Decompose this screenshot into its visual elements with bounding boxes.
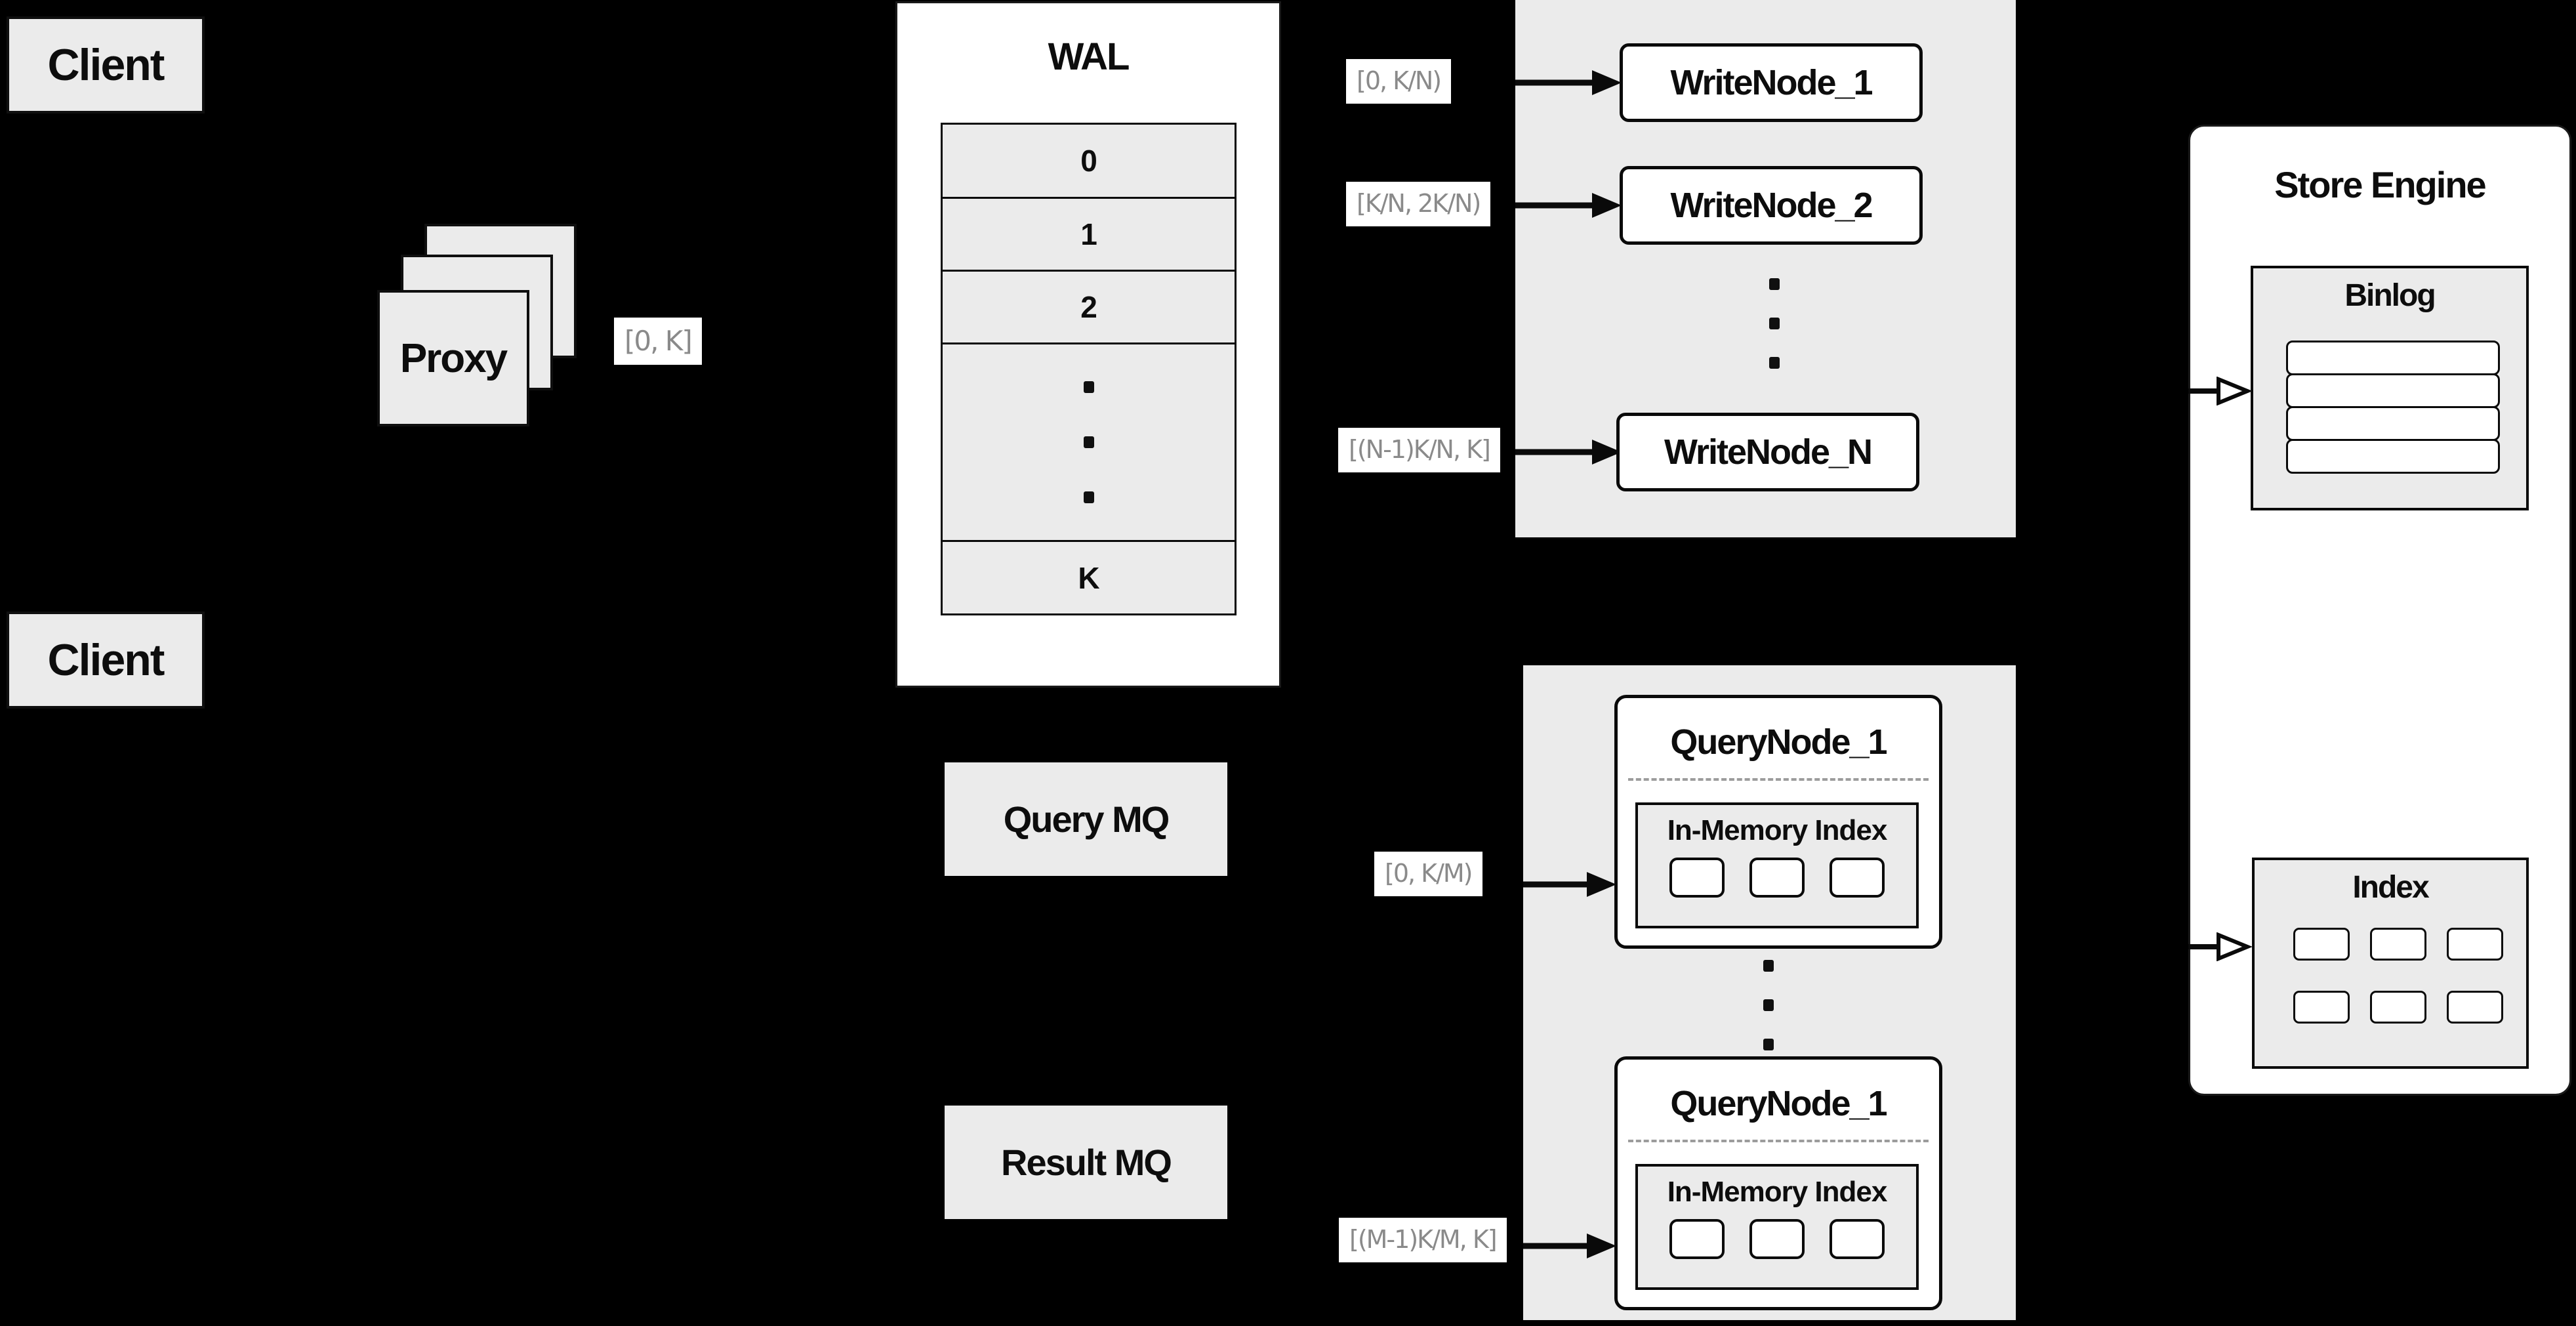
memory-segment — [1749, 858, 1805, 898]
binlog-segment — [2286, 406, 2500, 441]
client-top-label: Client — [47, 40, 165, 90]
write-node-n: WriteNode_N — [1616, 413, 1919, 491]
binlog-box: Binlog — [2251, 266, 2529, 510]
range-label-write-2: [K/N, 2K/N) — [1346, 182, 1491, 226]
proxy-box: Proxy — [377, 290, 529, 426]
in-memory-index-box: In-Memory Index — [1635, 802, 1919, 928]
memory-segment — [1830, 858, 1885, 898]
arrow-into-index-icon — [2188, 932, 2253, 961]
in-memory-index-box: In-Memory Index — [1635, 1164, 1919, 1290]
index-title: Index — [2352, 870, 2429, 905]
dashed-divider — [1628, 778, 1929, 781]
index-cell — [2293, 928, 2350, 961]
range-label-query-1: [0, K/M) — [1374, 852, 1482, 896]
query-mq-box: Query MQ — [945, 762, 1227, 876]
wal-row-ellipsis — [941, 342, 1237, 542]
index-cells — [2293, 928, 2503, 1024]
result-mq-box: Result MQ — [945, 1106, 1227, 1219]
range-label-write-n: [(N-1)K/N, K] — [1338, 428, 1500, 472]
memory-segment — [1669, 858, 1725, 898]
memory-segments — [1638, 858, 1916, 898]
wal-panel: WAL 0 1 2 K — [895, 1, 1281, 688]
query-node-1: QueryNode_1 In-Memory Index — [1614, 695, 1942, 949]
client-box-top: Client — [7, 16, 205, 114]
memory-segments — [1638, 1219, 1916, 1259]
wal-row-2: 2 — [941, 270, 1237, 344]
in-memory-index-title: In-Memory Index — [1667, 814, 1888, 846]
write-node-n-label: WriteNode_N — [1664, 432, 1873, 472]
index-cell — [2447, 928, 2503, 961]
wal-row-2-label: 2 — [1080, 290, 1097, 324]
write-node-1-label: WriteNode_1 — [1670, 63, 1873, 102]
write-node-2-label: WriteNode_2 — [1670, 186, 1873, 225]
wal-row-1: 1 — [941, 197, 1237, 272]
range-label-write-1: [0, K/N) — [1346, 59, 1452, 104]
store-engine-panel: Store Engine Binlog Index — [2188, 125, 2571, 1096]
ellipsis-icon — [1769, 278, 1780, 369]
range-label-proxy-out: [0, K] — [614, 318, 702, 365]
ellipsis-icon — [1083, 381, 1094, 503]
arrow-into-writenode-1-icon — [1515, 70, 1622, 95]
memory-segment — [1749, 1219, 1805, 1259]
result-mq-label: Result MQ — [1001, 1142, 1172, 1183]
wal-row-0: 0 — [941, 123, 1237, 199]
arrow-into-querynode-1-icon — [1523, 872, 1616, 897]
binlog-segments — [2286, 341, 2500, 474]
binlog-title: Binlog — [2344, 278, 2436, 313]
write-node-2: WriteNode_2 — [1620, 166, 1923, 245]
write-node-group: WriteNode_1 WriteNode_2 WriteNode_N — [1515, 0, 2016, 537]
index-cell — [2447, 991, 2503, 1024]
arrow-into-binlog-icon — [2188, 377, 2253, 405]
range-label-query-m: [(M-1)K/M, K] — [1339, 1218, 1507, 1262]
store-engine-title: Store Engine — [2274, 164, 2486, 205]
client-bottom-label: Client — [47, 635, 165, 685]
wal-title: WAL — [1048, 35, 1130, 78]
arrow-into-writenode-2-icon — [1515, 193, 1622, 218]
wal-row-0-label: 0 — [1080, 144, 1097, 178]
dashed-divider — [1628, 1140, 1929, 1142]
index-box: Index — [2252, 858, 2529, 1069]
arrow-into-writenode-n-icon — [1515, 440, 1622, 465]
query-node-m-title: QueryNode_1 — [1670, 1084, 1887, 1123]
memory-segment — [1830, 1219, 1885, 1259]
index-cell — [2293, 991, 2350, 1024]
wal-row-1-label: 1 — [1080, 217, 1097, 251]
write-node-1: WriteNode_1 — [1620, 43, 1923, 122]
arrow-into-querynode-m-icon — [1523, 1233, 1616, 1258]
ellipsis-icon — [1763, 960, 1774, 1050]
query-mq-label: Query MQ — [1003, 798, 1170, 840]
client-box-bottom: Client — [7, 611, 205, 709]
proxy-label: Proxy — [399, 335, 508, 381]
wal-segment-table: 0 1 2 K — [941, 123, 1237, 615]
index-cell — [2370, 991, 2426, 1024]
wal-row-k: K — [941, 540, 1237, 615]
binlog-segment — [2286, 341, 2500, 375]
binlog-segment — [2286, 373, 2500, 408]
query-node-group: QueryNode_1 In-Memory Index QueryNode_1 … — [1523, 665, 2016, 1320]
index-cell — [2370, 928, 2426, 961]
query-node-1-title: QueryNode_1 — [1670, 722, 1887, 762]
binlog-segment — [2286, 439, 2500, 474]
wal-row-k-label: K — [1078, 560, 1099, 595]
memory-segment — [1669, 1219, 1725, 1259]
in-memory-index-title: In-Memory Index — [1667, 1176, 1888, 1208]
query-node-m: QueryNode_1 In-Memory Index — [1614, 1056, 1942, 1310]
